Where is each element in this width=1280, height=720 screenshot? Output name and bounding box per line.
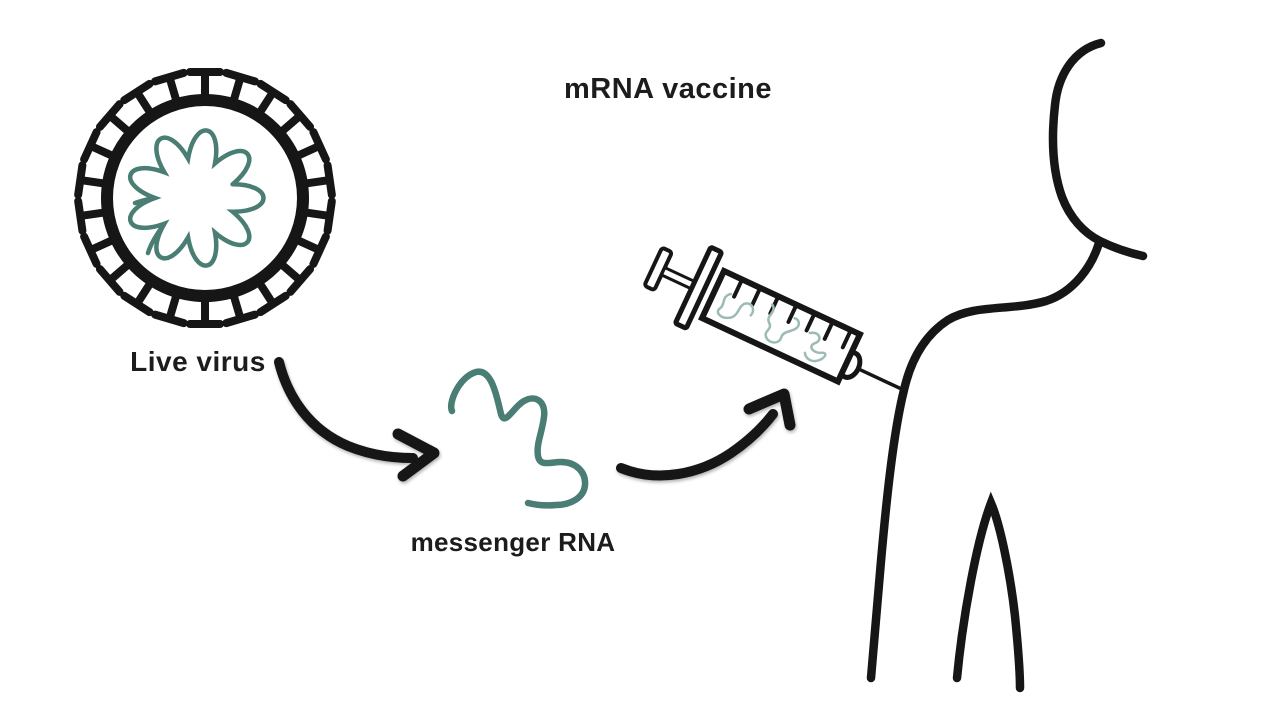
syringe-barrel: [698, 266, 864, 386]
person-icon: [866, 38, 1148, 693]
rna-strand-icon: [447, 368, 589, 509]
syringe-icon: [643, 245, 907, 393]
syringe-graduation-ticks: [732, 278, 853, 350]
curved-arrow-virus-to-mrna: [274, 357, 440, 482]
person-shoulder-arm: [866, 238, 1104, 683]
syringe-needle: [852, 365, 907, 393]
arrow-head: [743, 388, 796, 431]
syringe-flange: [673, 245, 724, 331]
syringe-plunger-rod: [659, 265, 697, 291]
virus-rna-scribble: [128, 128, 266, 268]
arrow-shaft: [274, 357, 418, 463]
virus-icon: [78, 72, 332, 324]
curved-arrow-mrna-to-syringe: [616, 388, 796, 481]
arrow-shaft: [616, 409, 778, 481]
virus-label: Live virus: [130, 346, 266, 377]
syringe-mrna-contents: [716, 292, 827, 363]
mrna-label: messenger RNA: [411, 527, 616, 557]
person-head: [1048, 38, 1148, 261]
arrow-head: [392, 428, 440, 482]
diagram-title: mRNA vaccine: [564, 73, 772, 105]
person-inner-arm: [952, 491, 1025, 693]
